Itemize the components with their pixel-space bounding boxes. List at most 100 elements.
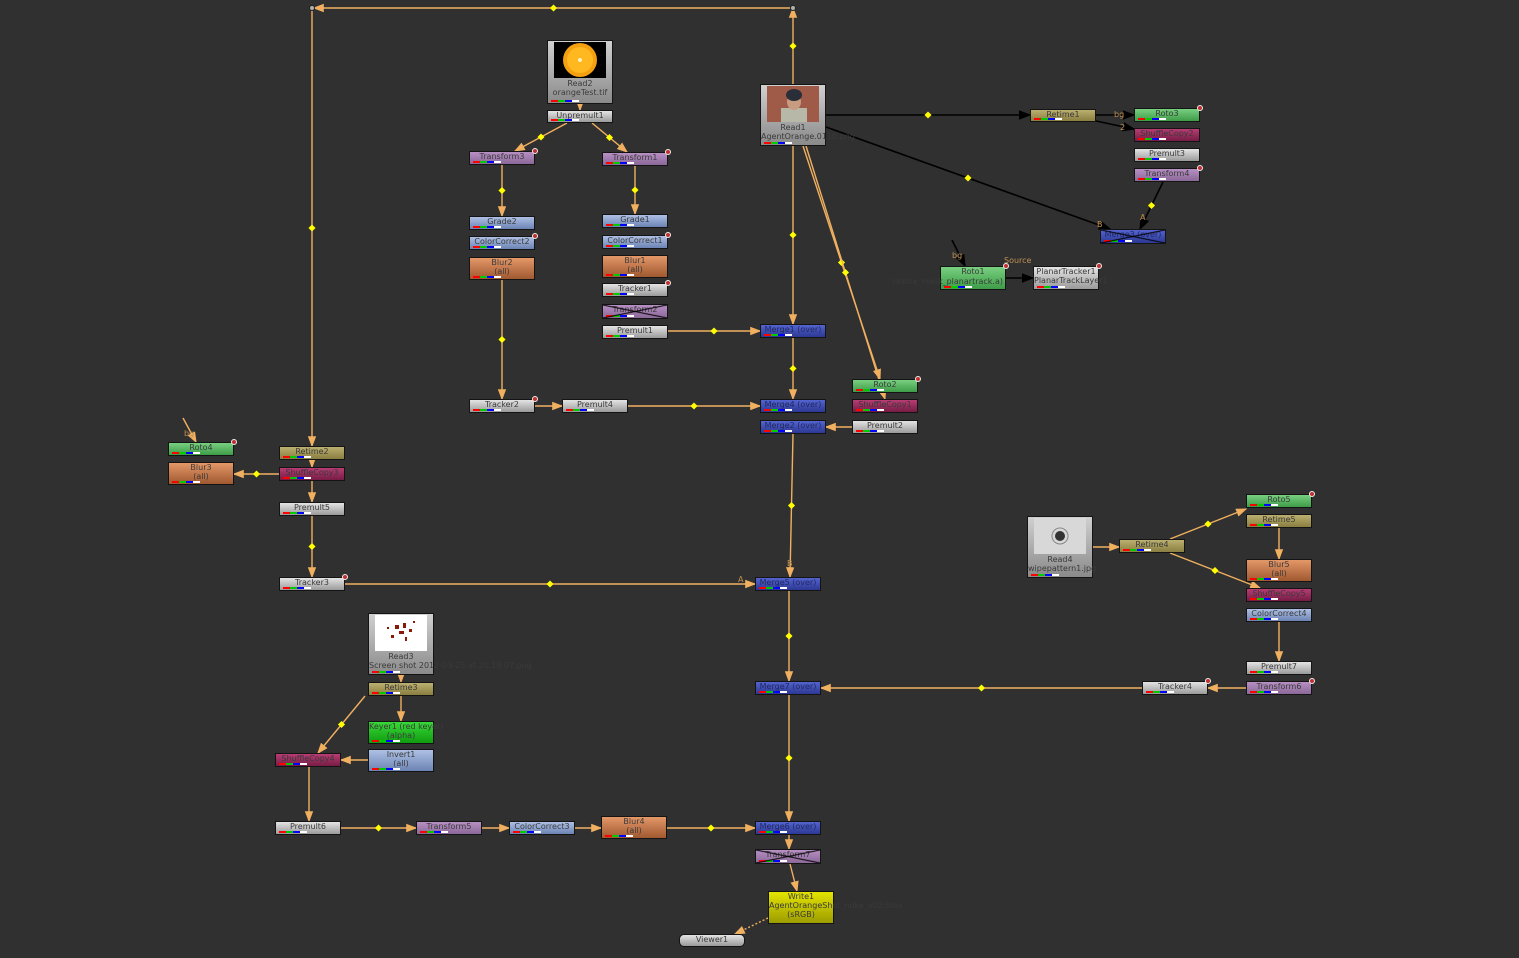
pipe-midpoint-handle[interactable] (707, 824, 715, 832)
node-transform3[interactable]: Transform3 (469, 148, 538, 165)
node-blur5[interactable]: Blur5(all) (1246, 559, 1312, 582)
node-shufflecopy1[interactable]: ShuffleCopy1 (852, 399, 918, 413)
node-roto4[interactable]: Roto4 (168, 439, 237, 456)
node-tracker3[interactable]: Tracker3 (279, 574, 348, 591)
pipe-midpoint-handle[interactable] (977, 684, 986, 692)
node-merge4[interactable]: Merge4 (over) (760, 399, 826, 413)
pipe-midpoint-handle[interactable] (252, 470, 261, 478)
node-premult5[interactable]: Premult5 (279, 502, 345, 516)
node-premult1[interactable]: Premult1 (602, 325, 668, 339)
node-colorcorrect4[interactable]: ColorCorrect4 (1246, 608, 1312, 622)
pipe-midpoint-handle[interactable] (690, 402, 698, 410)
node-roto5[interactable]: Roto5 (1246, 491, 1315, 508)
pipe-midpoint-handle[interactable] (308, 542, 316, 551)
input-label: A (738, 575, 744, 584)
node-merge3[interactable]: Merge3 (over) (1100, 229, 1166, 244)
node-transform2[interactable]: Transform2 (602, 304, 668, 319)
connection-pipe[interactable] (789, 863, 799, 893)
node-blur1[interactable]: Blur1(all) (602, 255, 668, 278)
pipe-midpoint-handle[interactable] (337, 720, 346, 729)
node-blur2[interactable]: Blur2(all) (469, 257, 535, 280)
node-merge1[interactable]: Merge1 (over) (760, 324, 826, 338)
channel-bars (1034, 118, 1062, 120)
node-merge5[interactable]: Merge5 (over) (755, 577, 821, 591)
pipe-midpoint-handle[interactable] (1147, 201, 1156, 210)
connection-pipe[interactable] (182, 417, 197, 444)
pipe-midpoint-handle[interactable] (789, 231, 797, 239)
node-blur3[interactable]: Blur3(all) (168, 462, 234, 485)
node-shufflecopy4[interactable]: ShuffleCopy4 (275, 753, 341, 767)
connection-pipe[interactable] (951, 239, 966, 268)
node-colorcorrect1[interactable]: ColorCorrect1 (602, 232, 671, 249)
node-colorcorrect2[interactable]: ColorCorrect2 (469, 233, 538, 250)
node-premult2[interactable]: Premult2 (852, 420, 918, 434)
pipe-midpoint-handle[interactable] (498, 186, 506, 195)
node-retime3[interactable]: Retime3 (368, 682, 434, 696)
node-colorcorrect3[interactable]: ColorCorrect3 (509, 821, 575, 835)
node-retime5[interactable]: Retime5 (1246, 514, 1312, 528)
node-transform4[interactable]: Transform4 (1134, 165, 1203, 182)
node-keyer1[interactable]: Keyer1 (red keyer)(alpha) (368, 721, 443, 744)
node-transform1[interactable]: Transform1 (602, 149, 671, 166)
node-shufflecopy2[interactable]: ShuffleCopy2 (1134, 128, 1200, 142)
node-grade1[interactable]: Grade1 (602, 214, 668, 228)
connection-pipe[interactable] (733, 917, 769, 935)
pipe-midpoint-handle[interactable] (964, 174, 972, 182)
pipe-midpoint-handle[interactable] (785, 632, 793, 640)
pipe-midpoint-handle[interactable] (924, 111, 932, 119)
pipe-midpoint-handle[interactable] (308, 224, 316, 232)
node-roto3[interactable]: Roto3 (1134, 105, 1203, 122)
node-roto1[interactable]: Roto1(alpha_mask_planartrack.a) (892, 263, 1009, 290)
elbow-dot-left[interactable] (309, 5, 315, 11)
node-tracker2[interactable]: Tracker2 (469, 396, 538, 413)
node-tracker1[interactable]: Tracker1 (602, 280, 671, 297)
pipe-midpoint-handle[interactable] (605, 133, 614, 142)
node-retime1[interactable]: Retime1 (1030, 109, 1096, 122)
pipe-midpoint-handle[interactable] (789, 42, 797, 50)
node-transform6[interactable]: Transform6 (1246, 678, 1315, 695)
node-premult4[interactable]: Premult4 (562, 399, 628, 413)
node-invert1[interactable]: Invert1(all) (368, 749, 434, 772)
node-retime4[interactable]: Retime4 (1119, 539, 1185, 553)
node-grade2[interactable]: Grade2 (469, 216, 535, 230)
pipe-midpoint-handle[interactable] (374, 824, 383, 832)
pipe-midpoint-handle[interactable] (546, 580, 554, 588)
pipe-midpoint-handle[interactable] (1204, 520, 1212, 528)
node-merge2[interactable]: Merge2 (over) (760, 420, 826, 434)
node-premult6[interactable]: Premult6 (275, 821, 341, 835)
node-shufflecopy3[interactable]: ShuffleCopy3 (279, 467, 345, 481)
node-merge6[interactable]: Merge6 (over) (755, 821, 821, 835)
node-transform5[interactable]: Transform5 (416, 821, 482, 835)
node-label: Tracker2 (485, 400, 519, 409)
node-premult7[interactable]: Premult7 (1246, 661, 1312, 675)
node-tracker4[interactable]: Tracker4 (1142, 678, 1211, 695)
node-retime2[interactable]: Retime2 (279, 446, 345, 460)
pipe-midpoint-handle[interactable] (787, 501, 796, 510)
elbow-dot-right[interactable] (790, 5, 796, 11)
node-unpremult1[interactable]: Unpremult1 (547, 110, 613, 123)
pipe-midpoint-handle[interactable] (785, 754, 793, 762)
node-shufflecopy5[interactable]: ShuffleCopy5 (1246, 588, 1312, 602)
node-premult3[interactable]: Premult3 (1134, 148, 1200, 162)
node-blur4[interactable]: Blur4(all) (601, 816, 667, 839)
pipe-midpoint-handle[interactable] (789, 364, 797, 373)
pipe-midpoint-handle[interactable] (841, 268, 850, 277)
pipe-midpoint-handle[interactable] (710, 327, 718, 335)
pipe-midpoint-handle[interactable] (549, 4, 558, 12)
node-transform7[interactable]: Transform7 (755, 849, 821, 864)
node-roto2[interactable]: Roto2 (852, 376, 921, 393)
pipe-midpoint-handle[interactable] (498, 335, 506, 344)
pipe-midpoint-handle[interactable] (537, 133, 545, 141)
node-viewer1[interactable]: Viewer1 (679, 934, 745, 947)
pipe-midpoint-handle[interactable] (631, 186, 639, 194)
pipe-midpoint-handle[interactable] (1211, 566, 1219, 575)
node-merge7[interactable]: Merge7 (over) (755, 681, 821, 695)
connection-pipe[interactable] (1095, 120, 1136, 132)
